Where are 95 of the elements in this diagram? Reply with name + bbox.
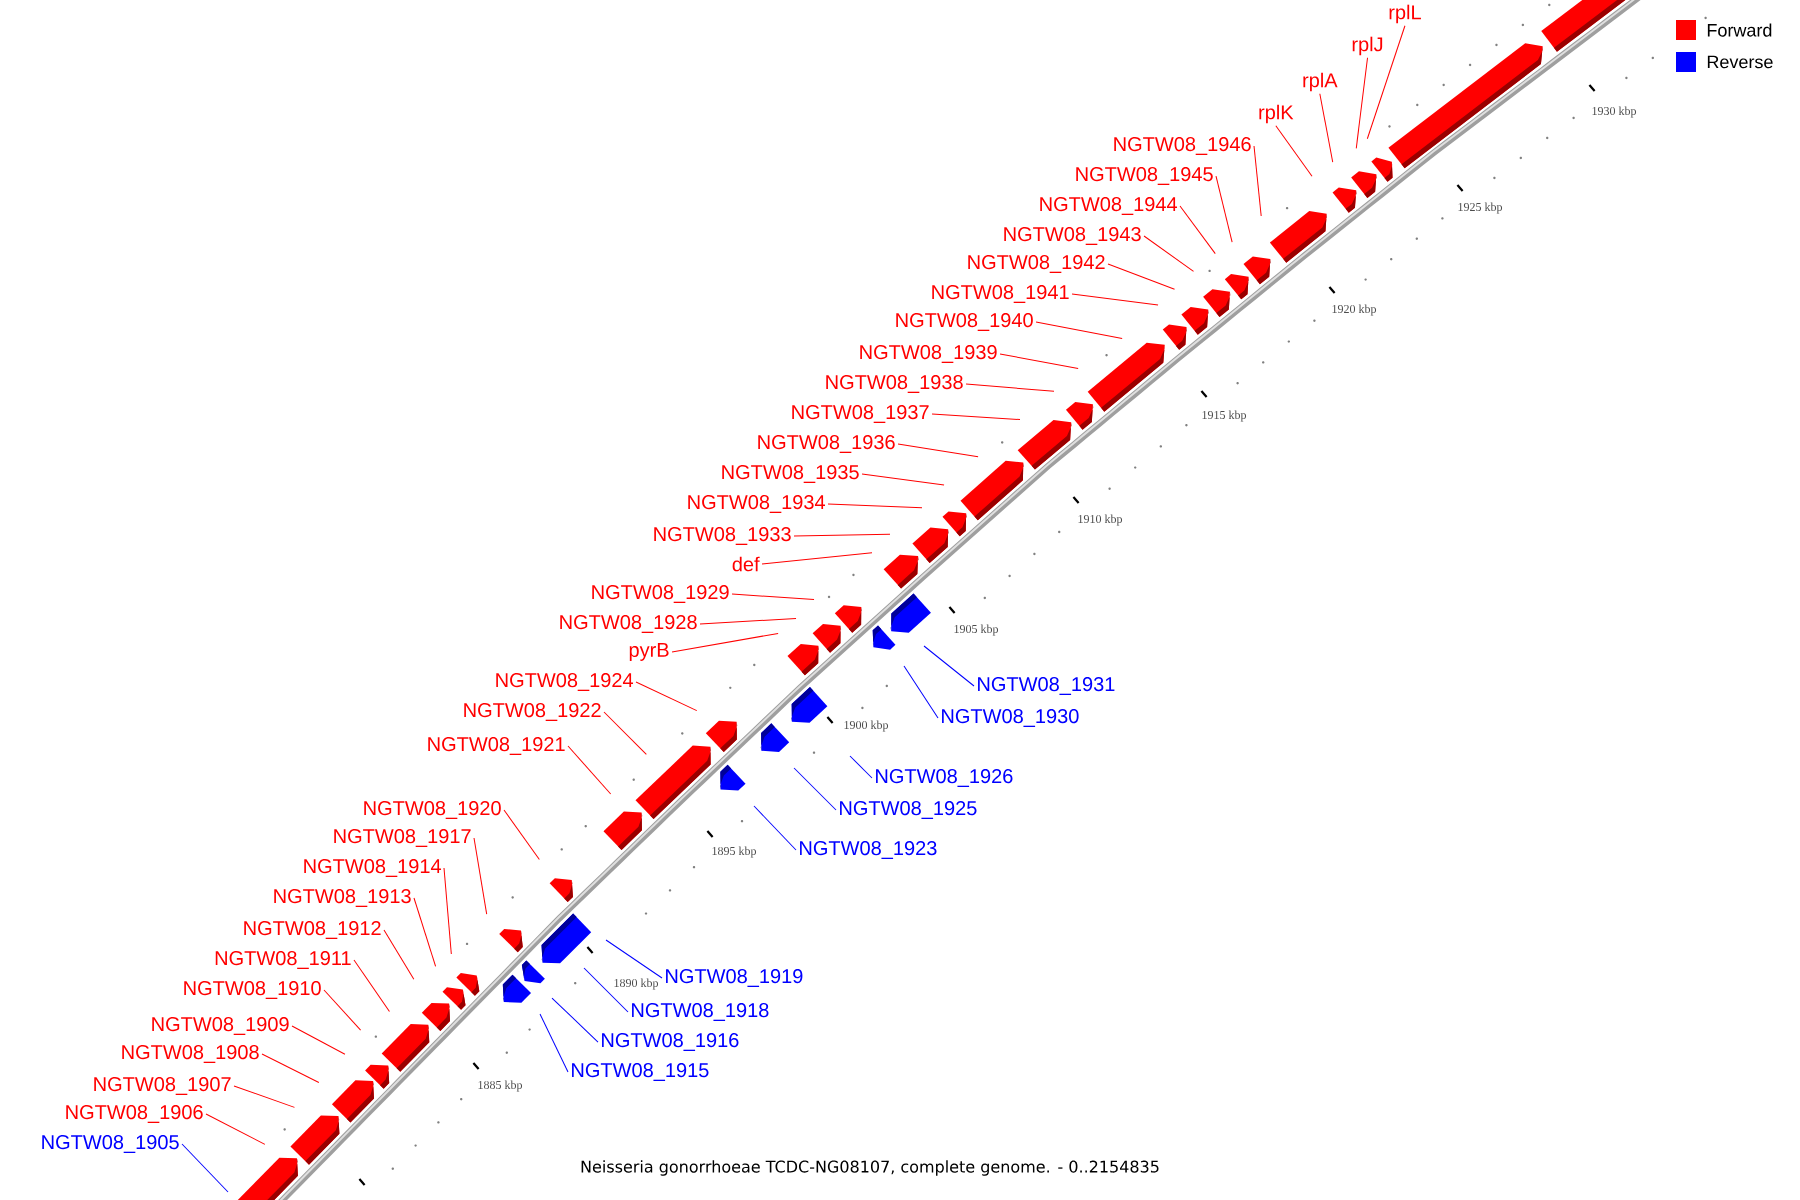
legend-label: Forward bbox=[1707, 23, 1772, 37]
gene-label: NGTW08_1926 bbox=[876, 769, 1013, 787]
gene-label: NGTW08_1930 bbox=[942, 709, 1079, 727]
leader-line bbox=[999, 353, 1079, 370]
gene-label: NGTW08_1931 bbox=[978, 677, 1115, 695]
gene-label: NGTW08_1918 bbox=[632, 1003, 769, 1021]
gene-label: NGTW08_1920 bbox=[364, 801, 501, 819]
gene-label: NGTW08_1912 bbox=[244, 921, 381, 939]
gene-label: NGTW08_1929 bbox=[592, 585, 729, 603]
gene-label: NGTW08_1923 bbox=[800, 841, 937, 859]
gene-label: NGTW08_1946 bbox=[1114, 137, 1251, 155]
leader-line bbox=[849, 755, 873, 779]
leader-line bbox=[1107, 263, 1176, 290]
leader-line bbox=[635, 681, 698, 712]
gene-label: NGTW08_1909 bbox=[152, 1017, 289, 1035]
leader-line bbox=[793, 533, 891, 537]
leader-line bbox=[923, 645, 975, 687]
gene-label: NGTW08_1913 bbox=[274, 889, 411, 907]
gene-label: NGTW08_1937 bbox=[792, 405, 929, 423]
gene-label: NGTW08_1938 bbox=[826, 375, 963, 393]
leader-line bbox=[753, 805, 797, 851]
gene-label: NGTW08_1934 bbox=[688, 495, 825, 513]
leader-line bbox=[413, 897, 437, 967]
gene-label: NGTW08_1924 bbox=[496, 673, 633, 691]
gene-label: NGTW08_1942 bbox=[968, 255, 1105, 273]
gene-label: NGTW08_1911 bbox=[215, 951, 351, 969]
gene-label: NGTW08_1910 bbox=[184, 981, 321, 999]
gene-label: NGTW08_1940 bbox=[896, 313, 1033, 331]
gene-label: NGTW08_1917 bbox=[334, 829, 471, 847]
leader-line bbox=[731, 593, 815, 600]
leader-line bbox=[793, 767, 837, 811]
leader-line bbox=[897, 443, 979, 458]
gene-label: NGTW08_1943 bbox=[1004, 227, 1141, 245]
leader-line bbox=[671, 632, 779, 653]
gene-label: rplA bbox=[1303, 72, 1338, 92]
gene-label: NGTW08_1915 bbox=[572, 1063, 709, 1081]
gene-label: NGTW08_1922 bbox=[464, 703, 601, 721]
leader-line bbox=[261, 1053, 320, 1083]
gene-label: NGTW08_1919 bbox=[666, 969, 803, 987]
legend-label: Reverse bbox=[1707, 55, 1773, 69]
gene-label: NGTW08_1933 bbox=[654, 527, 791, 545]
gene-label: NGTW08_1944 bbox=[1040, 197, 1177, 215]
gene-label: pyrB bbox=[629, 643, 669, 661]
leader-line bbox=[605, 939, 663, 979]
gene-label: NGTW08_1945 bbox=[1076, 167, 1213, 185]
gene-label: NGTW08_1921 bbox=[428, 737, 565, 755]
gene-label: NGTW08_1905 bbox=[42, 1135, 179, 1153]
leader-line bbox=[1319, 93, 1334, 163]
gene-label: NGTW08_1914 bbox=[304, 859, 441, 877]
leader-line bbox=[1355, 57, 1368, 149]
leader-line bbox=[931, 413, 1021, 420]
leader-line bbox=[1253, 145, 1262, 217]
leader-line bbox=[1071, 293, 1159, 306]
leader-line bbox=[965, 383, 1055, 392]
leader-line bbox=[181, 1143, 229, 1193]
leader-line bbox=[861, 473, 945, 486]
leader-line bbox=[1275, 125, 1313, 177]
leader-line bbox=[205, 1113, 266, 1145]
gene-label: NGTW08_1936 bbox=[758, 435, 895, 453]
leader-line bbox=[1366, 25, 1406, 140]
leader-line bbox=[291, 1025, 346, 1055]
leader-line bbox=[1215, 175, 1233, 243]
leader-line bbox=[473, 837, 488, 915]
gene-label: rplL bbox=[1389, 4, 1421, 24]
gene-label: NGTW08_1907 bbox=[94, 1077, 231, 1095]
leader-line bbox=[827, 503, 923, 509]
leader-line bbox=[539, 1013, 569, 1073]
gene-label: rplK bbox=[1259, 104, 1294, 124]
leader-line bbox=[1179, 205, 1216, 255]
gene-label: NGTW08_1916 bbox=[602, 1033, 739, 1051]
gene-label: NGTW08_1908 bbox=[122, 1045, 259, 1063]
leader-line bbox=[503, 809, 540, 860]
gene-label: def bbox=[732, 556, 760, 572]
gene-label: NGTW08_1941 bbox=[932, 285, 1069, 303]
gene-label: NGTW08_1928 bbox=[560, 615, 697, 633]
leader-line bbox=[567, 745, 612, 795]
leader-line bbox=[1143, 235, 1194, 272]
leader-line bbox=[1035, 321, 1123, 339]
leader-line bbox=[603, 711, 647, 755]
leader-line bbox=[761, 552, 873, 565]
leader-line bbox=[323, 989, 362, 1031]
leader-line bbox=[353, 959, 390, 1012]
gene-label: NGTW08_1939 bbox=[860, 345, 997, 363]
gene-label: NGTW08_1935 bbox=[722, 465, 859, 483]
leader-line bbox=[233, 1085, 295, 1108]
caption: Neisseria gonorrhoeae TCDC-NG08107, complete genome. - 0..2154835 bbox=[581, 1160, 1159, 1176]
leader-line bbox=[551, 997, 599, 1043]
leader-line bbox=[443, 867, 452, 955]
gene-label: rplJ bbox=[1352, 36, 1383, 56]
leader-line bbox=[383, 929, 415, 980]
leader-line bbox=[699, 617, 797, 625]
leader-line bbox=[903, 665, 939, 719]
gene-label: NGTW08_1925 bbox=[840, 801, 977, 819]
gene-label: NGTW08_1906 bbox=[66, 1105, 203, 1123]
leader-line bbox=[583, 967, 629, 1013]
